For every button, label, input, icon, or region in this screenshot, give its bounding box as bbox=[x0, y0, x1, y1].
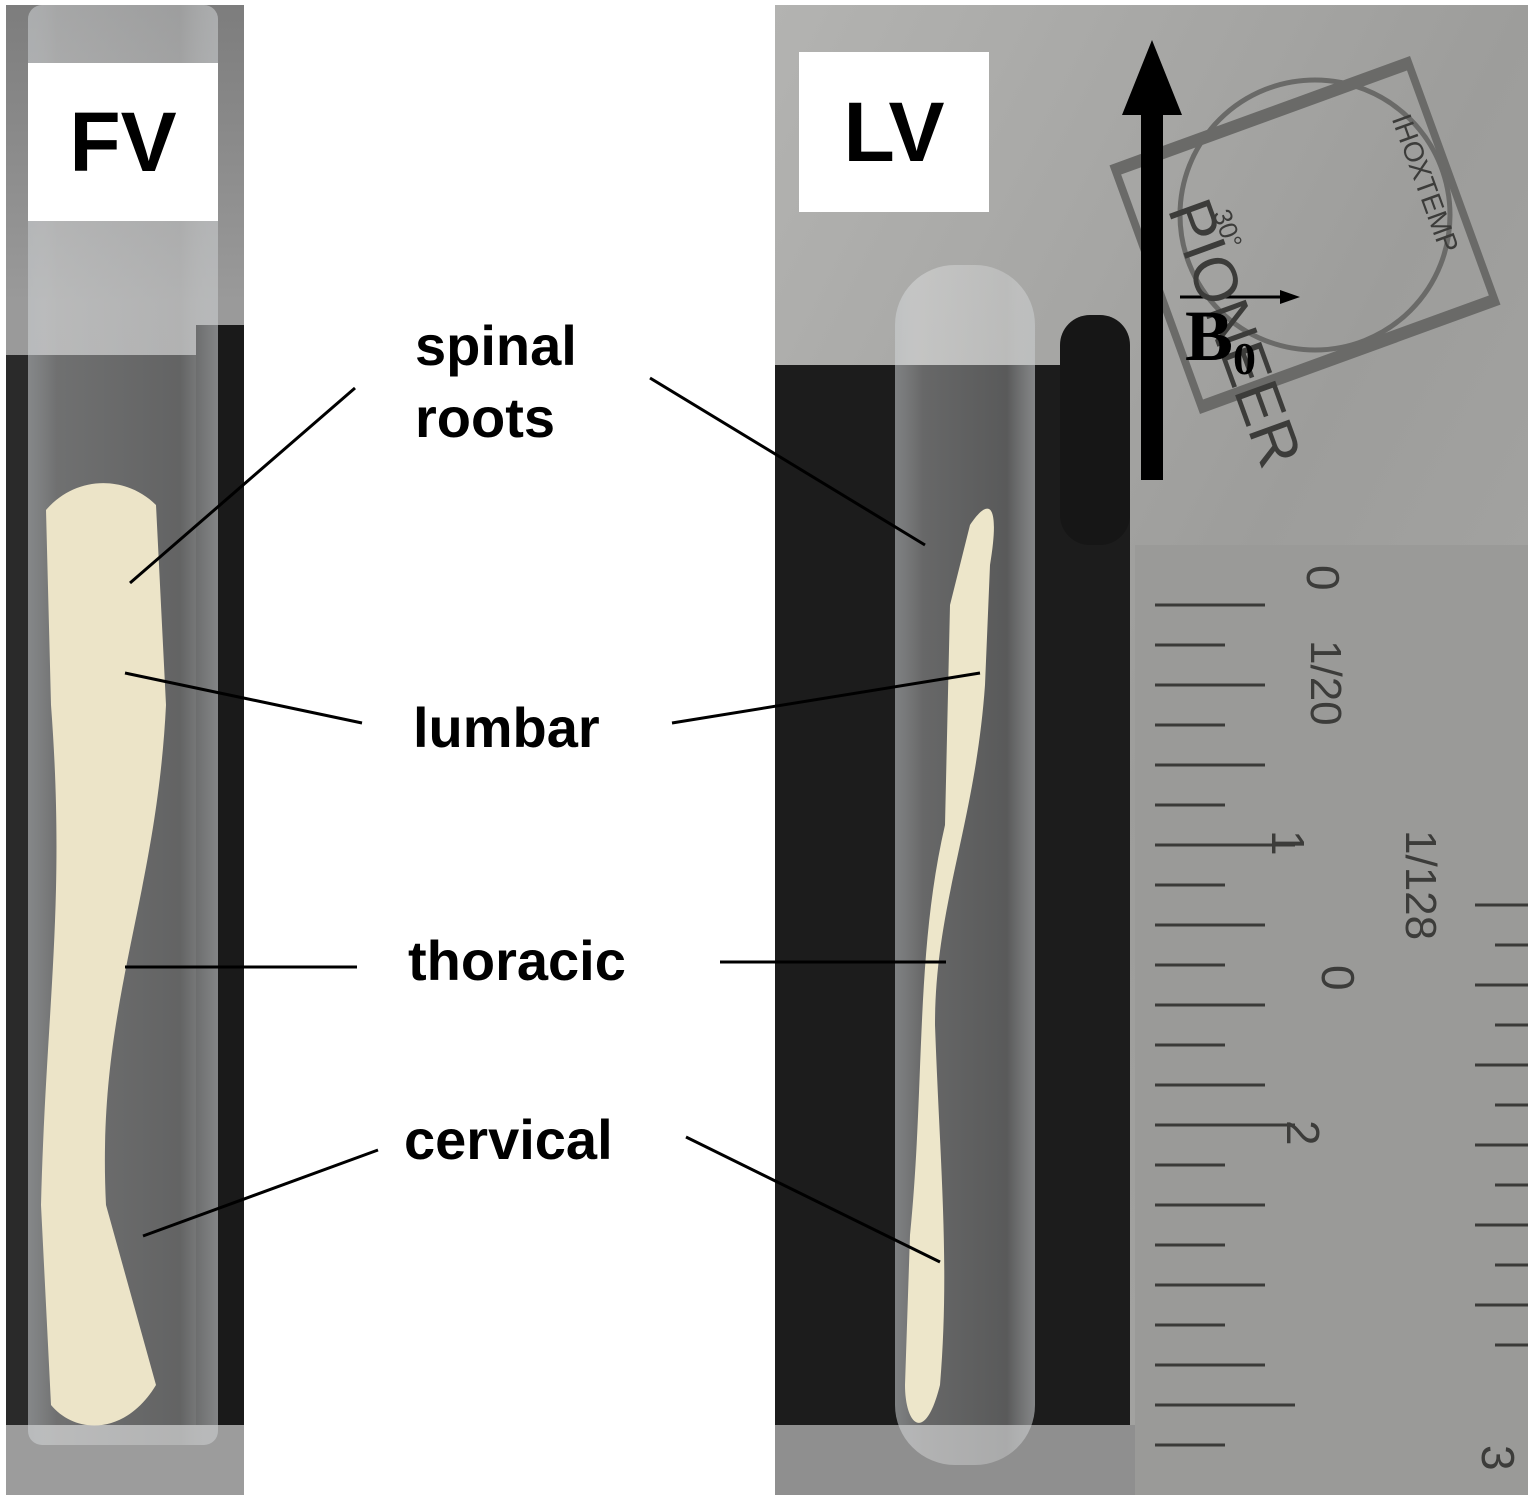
ruler-mark-1-128: 1/128 bbox=[1396, 830, 1445, 941]
ruler-mark-1-20: 1/20 bbox=[1301, 640, 1350, 726]
ruler-ticks bbox=[1155, 603, 1528, 1447]
b0-label: B0 bbox=[1185, 300, 1256, 382]
field-arrow-head bbox=[1122, 40, 1182, 115]
photo-panel-fv bbox=[6, 5, 244, 1495]
lv-label: LV bbox=[799, 52, 989, 212]
annotation-lumbar: lumbar bbox=[413, 696, 600, 759]
steel-ruler bbox=[1135, 545, 1528, 1495]
lv-photo bbox=[775, 5, 1528, 1495]
ruler-mark-2: 2 bbox=[1277, 1120, 1329, 1146]
ruler-mark-1: 1 bbox=[1262, 830, 1314, 856]
fv-photo bbox=[6, 5, 244, 1495]
ruler-mark-0: 0 bbox=[1297, 565, 1349, 591]
ruler-mark-3: 3 bbox=[1472, 1445, 1524, 1471]
b0-subscript: 0 bbox=[1233, 333, 1257, 384]
annotation-cervical: cervical bbox=[404, 1108, 613, 1171]
stamp-ring bbox=[1177, 77, 1453, 353]
ruler-mark-0b: 0 bbox=[1312, 965, 1364, 991]
fv-label: FV bbox=[28, 63, 218, 221]
b0-symbol: B bbox=[1185, 296, 1234, 376]
photo-panel-lv bbox=[775, 5, 1528, 1495]
annotation-thoracic: thoracic bbox=[408, 929, 626, 992]
annotation-spinal-roots: spinal roots bbox=[415, 314, 577, 449]
b0-vector-head bbox=[1280, 290, 1300, 304]
